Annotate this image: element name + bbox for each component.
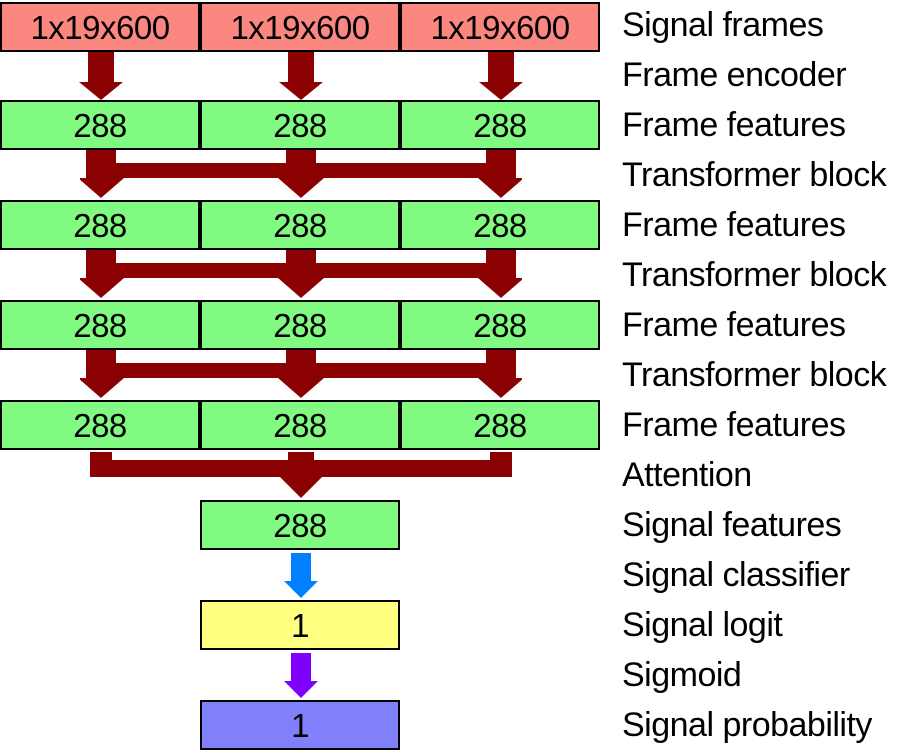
label-transformer-block-1: Transformer block bbox=[622, 155, 887, 194]
frame-features-box-r2c3: 288 bbox=[400, 200, 600, 250]
frame-features-box-r1c1: 288 bbox=[0, 100, 200, 150]
frame-features-box-r3c1: 288 bbox=[0, 300, 200, 350]
frame-features-box-r4c3: 288 bbox=[400, 400, 600, 450]
frame-features-box-r4c1: 288 bbox=[0, 400, 200, 450]
frame-features-box-r1c2: 288 bbox=[200, 100, 400, 150]
attention-connector-icon bbox=[90, 452, 512, 498]
frame-features-box-r2c2: 288 bbox=[200, 200, 400, 250]
transformer-connector-icon-2 bbox=[80, 250, 522, 298]
label-signal-features: Signal features bbox=[622, 505, 842, 544]
frame-encoder-arrow-icon-3 bbox=[479, 52, 523, 100]
signal-classifier-arrow-icon bbox=[284, 553, 318, 598]
transformer-connector-icon-3 bbox=[80, 350, 522, 398]
label-frame-encoder: Frame encoder bbox=[622, 55, 847, 94]
signal-frame-box-2: 1x19x600 bbox=[200, 2, 400, 52]
label-transformer-block-2: Transformer block bbox=[622, 255, 887, 294]
signal-frame-box-3: 1x19x600 bbox=[400, 2, 600, 52]
label-frame-features-4: Frame features bbox=[622, 405, 846, 444]
label-signal-logit: Signal logit bbox=[622, 605, 783, 644]
signal-features-box: 288 bbox=[200, 500, 400, 550]
frame-features-box-r3c2: 288 bbox=[200, 300, 400, 350]
sigmoid-arrow-icon bbox=[284, 653, 318, 698]
frame-features-box-r3c3: 288 bbox=[400, 300, 600, 350]
label-signal-probability: Signal probability bbox=[622, 705, 872, 744]
frame-features-box-r4c2: 288 bbox=[200, 400, 400, 450]
signal-probability-box: 1 bbox=[200, 700, 400, 750]
frame-encoder-arrow-icon-2 bbox=[279, 52, 323, 100]
label-frame-features-1: Frame features bbox=[622, 105, 846, 144]
label-attention: Attention bbox=[622, 455, 752, 494]
signal-frame-box-1: 1x19x600 bbox=[0, 2, 200, 52]
label-transformer-block-3: Transformer block bbox=[622, 355, 887, 394]
signal-logit-box: 1 bbox=[200, 600, 400, 650]
frame-features-box-r2c1: 288 bbox=[0, 200, 200, 250]
label-signal-frames: Signal frames bbox=[622, 5, 824, 44]
transformer-connector-icon-1 bbox=[80, 150, 522, 198]
label-signal-classifier: Signal classifier bbox=[622, 555, 850, 594]
frame-features-box-r1c3: 288 bbox=[400, 100, 600, 150]
label-frame-features-2: Frame features bbox=[622, 205, 846, 244]
label-frame-features-3: Frame features bbox=[622, 305, 846, 344]
label-sigmoid: Sigmoid bbox=[622, 655, 742, 694]
frame-encoder-arrow-icon-1 bbox=[79, 52, 123, 100]
